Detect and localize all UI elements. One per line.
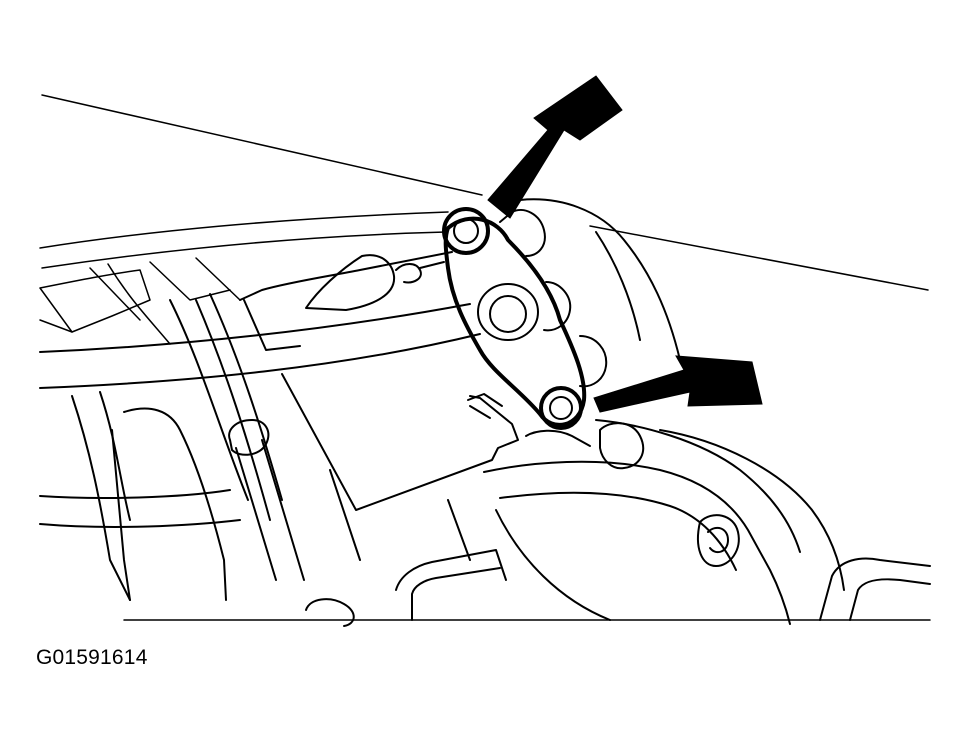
lower-bolt-arrow	[593, 355, 763, 413]
lower-structure	[329, 429, 591, 621]
lower-bolt	[539, 386, 583, 430]
cable-rod	[39, 283, 539, 389]
figure-id-label: G01591614	[36, 646, 148, 669]
bracket-studs	[499, 198, 681, 388]
right-housing	[483, 419, 931, 625]
mounting-bracket	[443, 216, 587, 427]
inner-plate	[239, 251, 453, 351]
left-frame	[39, 257, 283, 601]
vertical-rod	[228, 419, 355, 627]
upper-bolt-arrow	[487, 75, 623, 219]
upper-bolt	[442, 207, 490, 255]
access-plate	[281, 373, 519, 511]
panel-edge-lines	[39, 94, 929, 291]
